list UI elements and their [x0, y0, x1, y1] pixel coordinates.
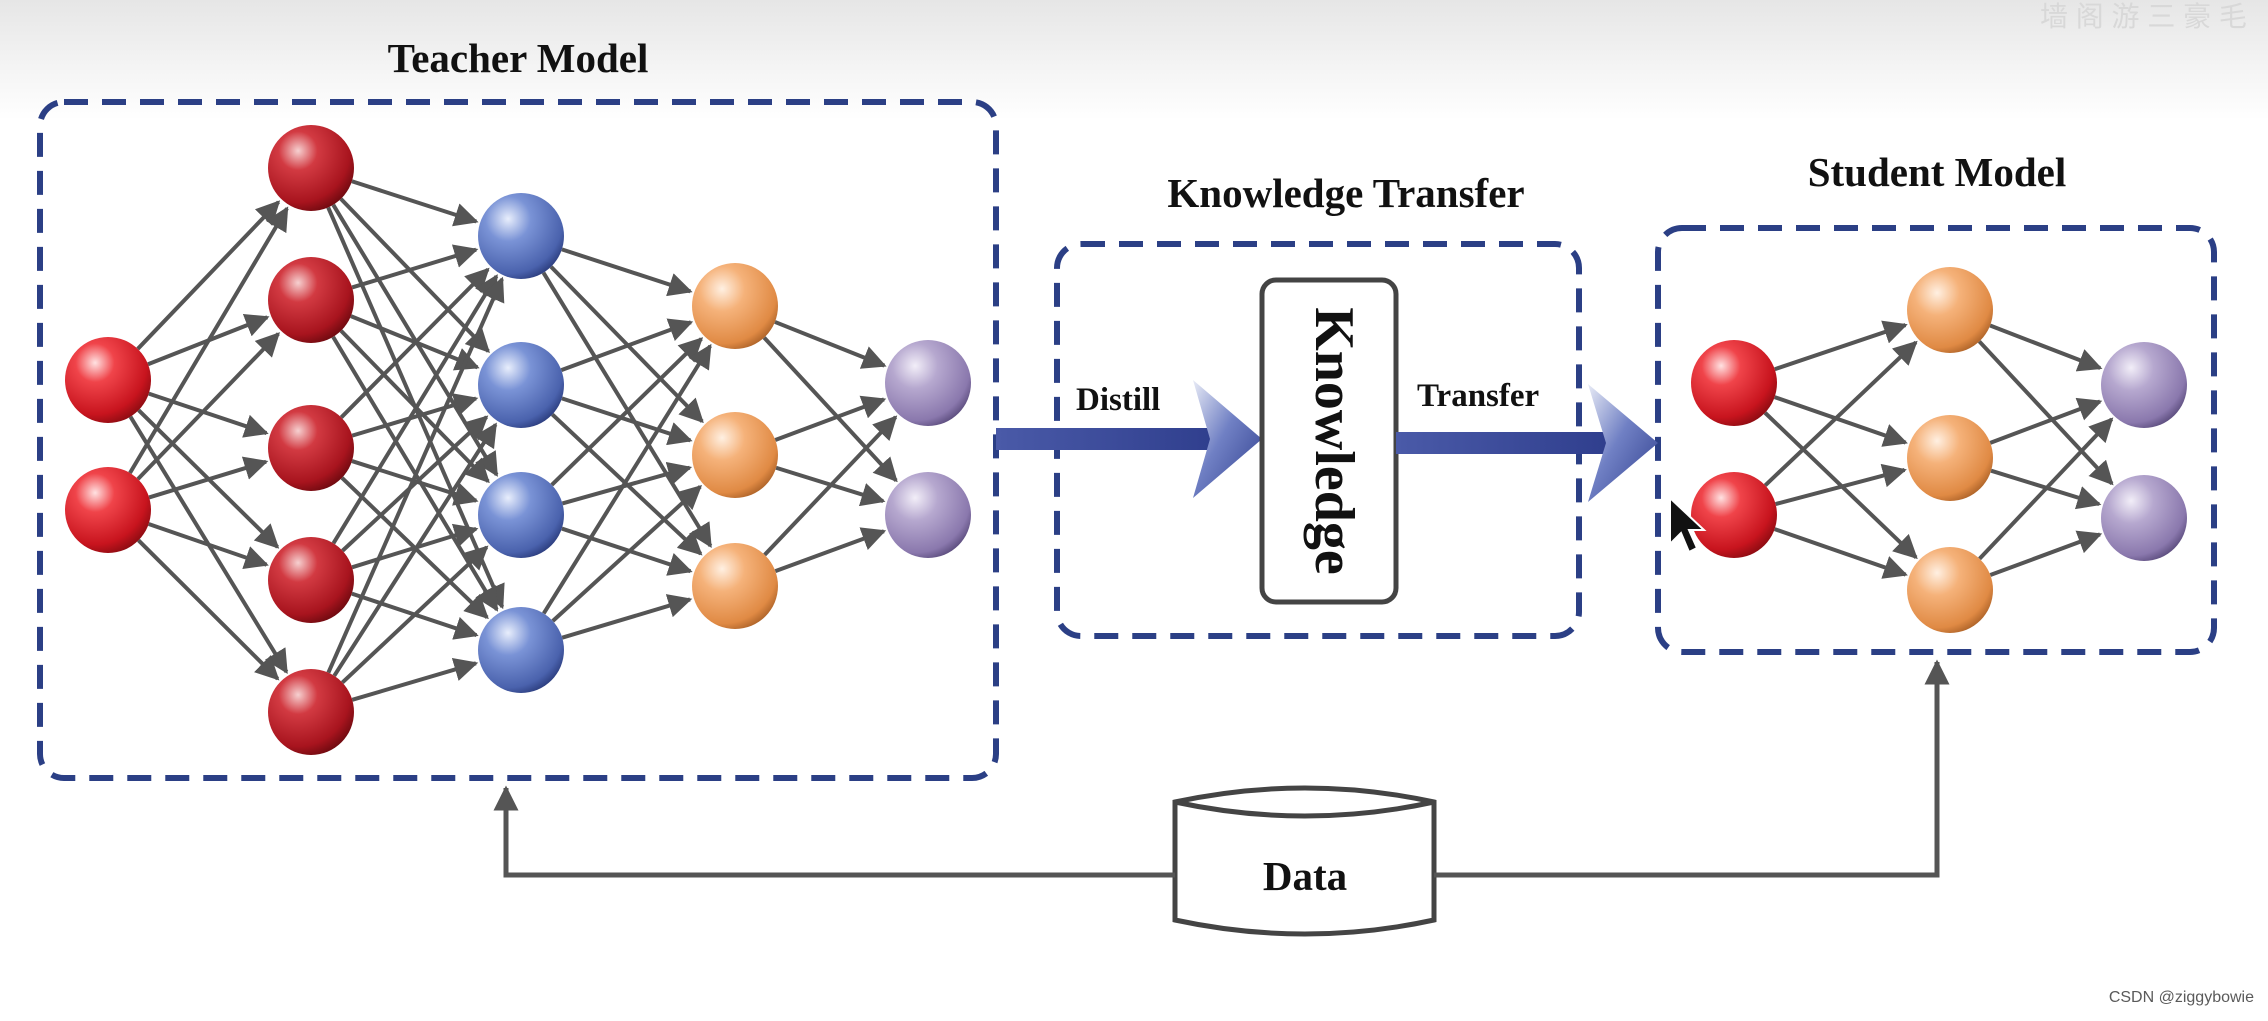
student-neuron-2-0: [2101, 342, 2187, 428]
teacher-edge-0-0-0: [136, 200, 281, 351]
transfer-arrow: [1396, 384, 1658, 502]
teacher-edge-1-2-1: [351, 393, 479, 438]
knowledge-label: Knowledge: [1303, 307, 1365, 575]
teacher-edge-2-1-0: [560, 318, 694, 372]
mouse-cursor-icon: [1669, 495, 1707, 554]
teacher-edge-1-1-0: [351, 244, 479, 290]
corner-faded-text: 墙 阁 游 三 豪 毛: [2040, 1, 2247, 32]
student-neuron-0-0: [1691, 340, 1777, 426]
data-to-teacher-line: [493, 785, 1175, 878]
teacher-neuron-1-2: [268, 405, 354, 491]
teacher-edge-2-1-1: [561, 396, 693, 446]
teacher-edge-2-0-0: [561, 247, 693, 297]
student-edge-1-2-1: [1989, 530, 2103, 577]
teacher-edge-2-2-2: [561, 526, 693, 576]
student-neuron-0-1: [1691, 472, 1777, 558]
teacher-model-title: Teacher Model: [388, 35, 649, 81]
knowledge-transfer-title: Knowledge Transfer: [1167, 170, 1524, 216]
student-neuron-1-0: [1907, 267, 1993, 353]
student-edge-1-1-0: [1989, 397, 2103, 445]
teacher-edge-2-2-0: [550, 337, 704, 487]
student-neurons: [1691, 267, 2187, 633]
teacher-neuron-1-1: [268, 257, 354, 343]
teacher-edge-0-1-4: [137, 538, 280, 681]
teacher-neuron-4-0: [885, 340, 971, 426]
teacher-edge-1-2-0: [339, 267, 490, 419]
teacher-edge-2-3-1: [551, 485, 703, 623]
teacher-neuron-4-1: [885, 472, 971, 558]
student-edge-1-2-0: [1978, 417, 2114, 561]
distill-label: Distill: [1076, 382, 1160, 418]
teacher-neuron-2-0: [478, 193, 564, 279]
student-edge-1-0-1: [1977, 340, 2114, 486]
student-edge-0-1-2: [1773, 527, 1908, 579]
data-to-student-line: [1434, 659, 1950, 878]
teacher-edge-2-3-0: [542, 343, 712, 615]
student-model-title: Student Model: [1808, 149, 2067, 195]
teacher-neuron-3-1: [692, 412, 778, 498]
teacher-edge-0-1-2: [148, 456, 269, 500]
teacher-edge-1-3-0: [331, 274, 499, 545]
student-edge-0-0-1: [1773, 395, 1908, 447]
teacher-edge-1-3-1: [341, 415, 489, 553]
teacher-edge-1-4-2: [340, 545, 489, 685]
student-edge-0-0-0: [1774, 320, 1908, 372]
teacher-edge-1-4-0: [326, 276, 505, 674]
data-store-cylinder: [1172, 785, 1437, 937]
teacher-edge-3-0-1: [762, 336, 898, 483]
teacher-edge-1-1-2: [339, 329, 490, 484]
student-neuron-1-2: [1907, 547, 1993, 633]
student-edge-0-1-0: [1763, 340, 1918, 487]
teacher-edge-3-2-1: [774, 527, 887, 574]
teacher-neuron-3-2: [692, 543, 778, 629]
teacher-neuron-2-3: [478, 607, 564, 693]
csdn-watermark: CSDN @ziggybowie: [2109, 989, 2254, 1006]
teacher-neuron-1-0: [268, 125, 354, 211]
student-edge-1-0-0: [1989, 323, 2103, 372]
teacher-edge-0-1-1: [136, 332, 281, 481]
teacher-neuron-0-0: [65, 337, 151, 423]
teacher-neuron-1-4: [268, 669, 354, 755]
transfer-label: Transfer: [1417, 378, 1539, 414]
teacher-neuron-0-1: [65, 467, 151, 553]
teacher-edge-2-3-2: [561, 594, 693, 640]
student-edge-0-1-1: [1775, 463, 1907, 506]
student-model-box: [1655, 225, 2217, 655]
teacher-connections: [128, 179, 898, 702]
teacher-edge-1-4-3: [351, 657, 479, 702]
teacher-edge-3-1-0: [774, 395, 887, 442]
teacher-edge-2-2-1: [561, 461, 693, 506]
teacher-edge-1-0-0: [351, 179, 479, 227]
teacher-neuron-1-3: [268, 537, 354, 623]
teacher-edge-0-0-2: [148, 391, 269, 438]
teacher-edge-1-0-1: [339, 197, 490, 353]
teacher-edge-1-4-1: [332, 422, 498, 677]
student-neuron-2-1: [2101, 475, 2187, 561]
teacher-neuron-2-1: [478, 342, 564, 428]
teacher-edge-3-2-0: [763, 415, 898, 557]
student-neuron-1-1: [1907, 415, 1993, 501]
student-connections: [1763, 320, 2114, 579]
distill-arrow: [996, 380, 1262, 498]
teacher-edge-0-1-3: [147, 522, 269, 569]
data-label: Data: [1263, 853, 1347, 899]
teacher-neuron-3-0: [692, 263, 778, 349]
teacher-edge-0-1-0: [128, 206, 289, 475]
teacher-neurons: [65, 125, 971, 755]
teacher-edge-3-0-0: [774, 320, 887, 369]
teacher-neuron-2-2: [478, 472, 564, 558]
